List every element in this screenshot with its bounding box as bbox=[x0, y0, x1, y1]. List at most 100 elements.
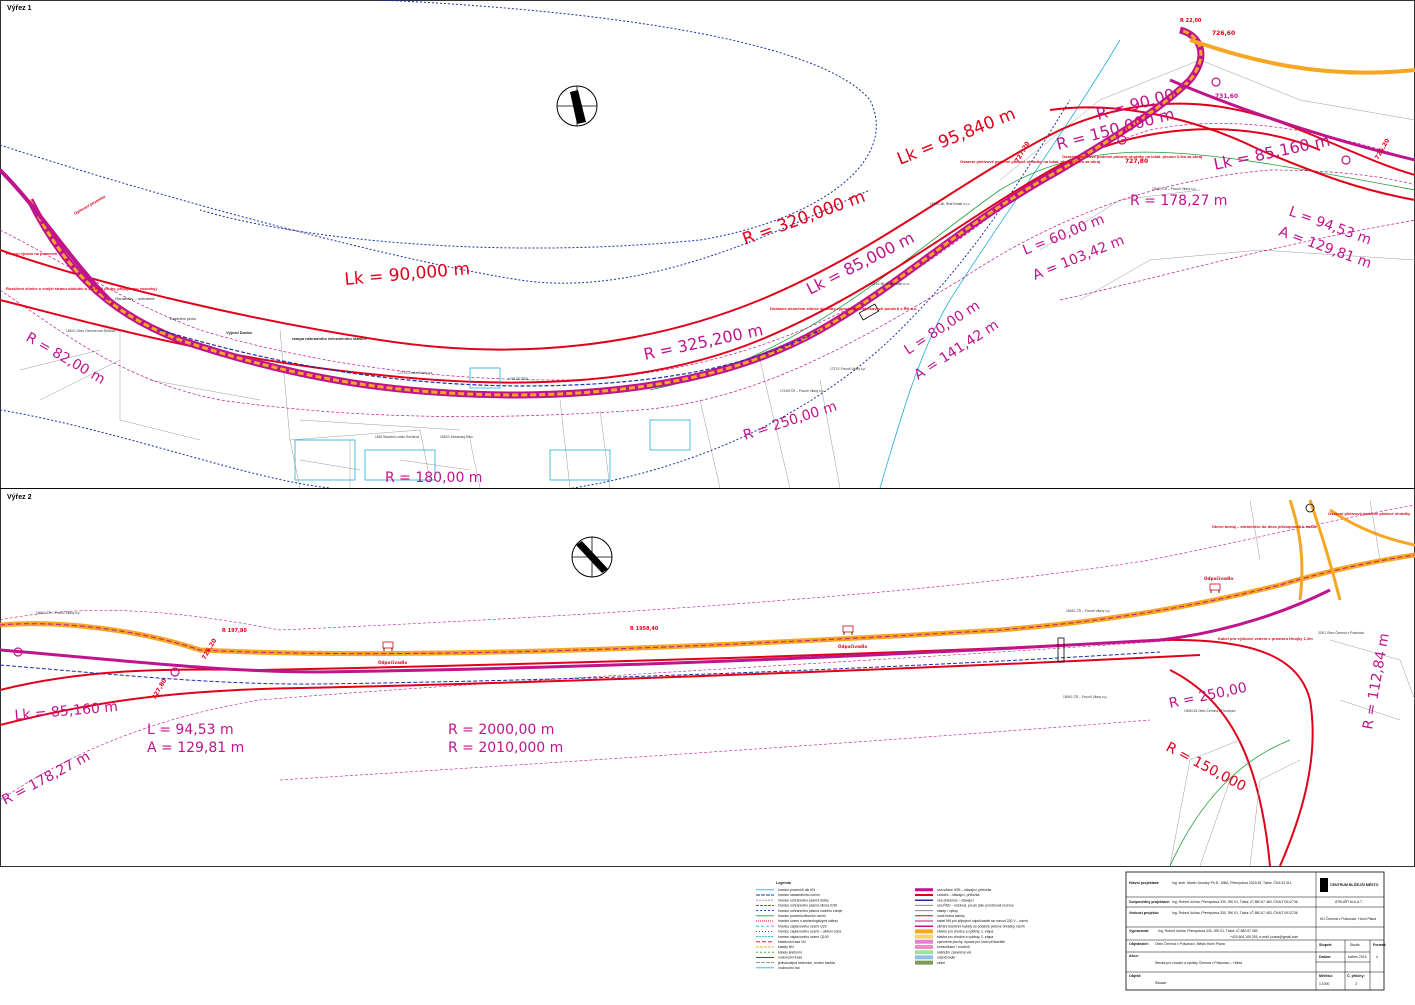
note-access: Přesun vjezdu na pozemek bbox=[6, 251, 58, 256]
note-osazeni-2: Osazení pletivové podélné plotové ohrádk… bbox=[1062, 154, 1202, 159]
legend-item: sociální – stávající, přeložka bbox=[937, 893, 980, 897]
legend-item: nábřežní zpevněný val bbox=[937, 950, 971, 954]
road-west bbox=[0, 168, 112, 302]
legend-item: hranice ochranného pásma vodního zdroje bbox=[778, 909, 842, 913]
panel-2-labels: Lk = 85,160 m R = 178,27 m L = 94,53 m A… bbox=[0, 511, 1411, 809]
note-ohradniky: Ohradníky – ochranné bbox=[115, 296, 155, 301]
tb-object-label: Objekt: bbox=[1129, 974, 1141, 978]
label-73160: 731,60 bbox=[1215, 93, 1238, 100]
tb-drawn-label: Vypracoval: bbox=[1129, 929, 1149, 933]
cycle-path-2-edge bbox=[0, 554, 1415, 655]
tb-company: CENTRUM BLÍŽEJŠÍ MĚSTO bbox=[1330, 882, 1379, 887]
tb-resp-label: Zodpovědný projektant: bbox=[1129, 900, 1170, 904]
railway-line bbox=[159, 329, 821, 387]
label-b-odpoc2: Odpočívadlo bbox=[838, 644, 867, 649]
legend-item: silniční telefonní kabely do podélné plo… bbox=[937, 924, 1025, 928]
legend-item: zpevněné plochy, úprava pro lodní přísta… bbox=[937, 940, 1005, 944]
label-72660: 726,60 bbox=[1212, 30, 1235, 37]
legend-item: odpočívadlo bbox=[937, 956, 955, 960]
tb-contact: +420 604 109 293, e-mail: jozina@gmail.c… bbox=[1230, 935, 1298, 939]
label-b-odpoc1: Odpočívadlo bbox=[378, 660, 407, 665]
legend-item: hranice záplavového území Q100 bbox=[778, 935, 829, 939]
railway-line-2 bbox=[0, 651, 1161, 685]
legend-item: osa silnice II/39 – stávající, přeložka bbox=[937, 888, 991, 892]
label-b-r2010: R = 2010,000 m bbox=[448, 740, 563, 756]
tb-project-label: Akce: bbox=[1129, 954, 1139, 958]
green-line-2 bbox=[1169, 739, 1291, 866]
note-rampa: rampa náhradního železničního stanice bbox=[292, 336, 367, 341]
tb-lead: Ing. Robert Jožina, Přemyslova 330, 390 … bbox=[1172, 910, 1298, 915]
tb-main-designer-label: Hlavní projektant: bbox=[1129, 881, 1159, 885]
legend-item: hranice záplavového území Q20 bbox=[778, 924, 827, 928]
panel-1-frame bbox=[0, 0, 1415, 489]
parcel-lines bbox=[19, 59, 1415, 488]
parcel-1629: 1629/1 ML Reál Estate s.r.o. bbox=[870, 282, 910, 286]
compass-mark-small bbox=[1305, 503, 1315, 513]
junction-marker-2b bbox=[170, 667, 180, 677]
tb-format-label: Formát: bbox=[1373, 943, 1386, 947]
parcel-1626: 1626 Stavební Lesko Hornbrod bbox=[375, 435, 419, 439]
legend-item: kabelová trasa VN bbox=[778, 940, 806, 944]
legend-item: vodovodní řad bbox=[778, 966, 800, 970]
junction-markers bbox=[858, 77, 1351, 321]
parcel-1737: 1737/1 Povodí Vltavy s.p. bbox=[830, 367, 866, 371]
company-logo-mark bbox=[1320, 878, 1328, 892]
tb-project: Stezka pro chodce a cyklisty Čermná v Po… bbox=[1155, 960, 1242, 965]
road-branch bbox=[1169, 78, 1415, 162]
parcel-b-1: 1506/1 ČR – Povodí Vltavy s.p. bbox=[36, 610, 80, 615]
tb-client: Obec Čermná v Pošumaví, Město Horní Plan… bbox=[1155, 941, 1225, 946]
parcel-b-2: 1506/1 ČR – Povodí Vltavy s.p. bbox=[1066, 608, 1110, 613]
parcel-b-5: 1506/125 Obec Čermná v Pošumaví bbox=[1184, 708, 1236, 713]
label-lk90: Lk = 90,000 m bbox=[344, 259, 471, 290]
tb-lead-label: Vedoucí projektu: bbox=[1129, 911, 1159, 915]
tb-format: 4 bbox=[1376, 955, 1378, 959]
note-doplneni: Doplnění plotu bbox=[170, 316, 196, 321]
rest-stop-icons bbox=[382, 583, 1221, 651]
legend-item: hranice ochranného pásma dráhy bbox=[778, 898, 829, 902]
rest-stop-icon-3 bbox=[1209, 583, 1221, 593]
parcel-1748: 1748 ČR ŘSD bbox=[508, 376, 529, 381]
legend-item: násep / výkop bbox=[937, 909, 958, 913]
note-osazeni-1: Osazení pletivové podélné plotové ohrádk… bbox=[960, 159, 1100, 164]
label-b-l9453: L = 94,53 m bbox=[147, 722, 234, 738]
tb-scale-label: Měřítko: bbox=[1319, 974, 1333, 978]
tb-scale: 1:1000 bbox=[1319, 982, 1329, 986]
label-r180: R = 180,00 m bbox=[385, 470, 482, 486]
cycle-path-branch bbox=[1189, 38, 1415, 75]
tb-date-label: Datum: bbox=[1319, 955, 1331, 959]
north-arrow-1 bbox=[556, 85, 598, 127]
legend-item: stavba pro chodce a cyklisty, 2. etapa bbox=[937, 935, 993, 939]
note-docasne: Dočasné ukončení silnice do doby vypořád… bbox=[770, 306, 917, 311]
label-r325: R = 325,200 m bbox=[642, 320, 765, 364]
tb-sheet-label: Č. přílohy: bbox=[1347, 973, 1365, 978]
cyan-line bbox=[879, 39, 1121, 488]
legend-item: vodovodní trasa bbox=[778, 956, 802, 960]
label-b-r2000: R = 2000,00 m bbox=[448, 722, 554, 738]
parcel-1640: 1640/1 Obec Čermná nad Želivkou bbox=[66, 328, 116, 333]
label-r320: R = 320,000 m bbox=[740, 187, 868, 250]
green-line bbox=[649, 151, 1415, 391]
cycle-branch-2 bbox=[1288, 499, 1415, 601]
label-lk85: Lk = 85,000 m bbox=[803, 228, 917, 299]
road-main-2 bbox=[0, 588, 1331, 674]
label-72780: 727,80 bbox=[1125, 158, 1148, 165]
label-r250: R = 250,00 m bbox=[741, 398, 839, 443]
tb-drawn: Ing. Robert Jožina, Přemyslova 330, 390 … bbox=[1158, 928, 1258, 933]
parcel-1630b: 1630/1 Klokanský Mlýn bbox=[440, 435, 473, 439]
protection-zone-2 bbox=[0, 504, 1415, 801]
legend-item: komunikace / chodník bbox=[937, 945, 970, 949]
legend-right-column: osa silnice II/39 – stávající, přeložkas… bbox=[915, 888, 1028, 965]
legend-item: kabel NN pro připojení odpočívadel na ro… bbox=[937, 919, 1028, 923]
parcel-1506: 1506/1 ČR – Povodí Vltavy s.p. bbox=[1152, 186, 1196, 191]
tb-location: KÚ Čermná v Pošumaví, Horní Planá bbox=[1320, 916, 1376, 921]
label-b-r150: R = 150,000 bbox=[1163, 739, 1248, 795]
parcel-1630: 1630/1 ML Reál Estate s.r.o. bbox=[930, 202, 970, 206]
flood-boundary bbox=[0, 0, 1071, 488]
north-arrow-2 bbox=[571, 536, 613, 578]
legend-item: nová hrana stavby bbox=[937, 914, 965, 918]
label-b-a12981: A = 129,81 m bbox=[147, 740, 244, 756]
